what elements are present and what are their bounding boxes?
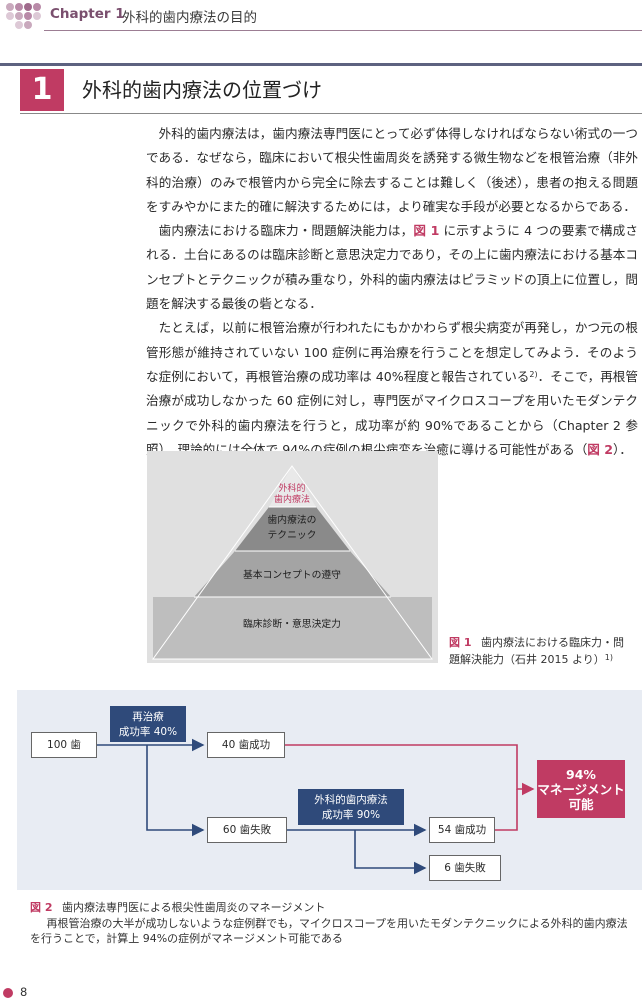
header-dots-decoration (6, 3, 50, 29)
box-94-manageable: 94% マネージメント 可能 (537, 760, 625, 818)
surgery-label: 外科的歯内療法 (314, 794, 388, 806)
figure-2-caption-number: 図 2 (30, 901, 53, 914)
section-top-rule (0, 63, 642, 66)
pyramid-apex (269, 466, 316, 507)
pyramid-apex-label: 外科的歯内療法 (273, 484, 310, 505)
pyramid-tier-2-label: 歯内療法のテクニック (267, 515, 317, 541)
figure-2-caption-title-row: 図 2 歯内療法専門医による根尖性歯周炎のマネージメント (30, 900, 630, 916)
result-percent: 94% (566, 767, 596, 782)
section-number: 1 (20, 69, 64, 111)
figure-1-caption-sup: 1) (604, 653, 613, 662)
surgery-rate: 成功率 90% (321, 809, 381, 821)
figure-1-caption: 図 1 歯内療法における臨床力・問題解決能力（石井 2015 より）1) (449, 634, 634, 668)
figure-2-caption: 図 2 歯内療法専門医による根尖性歯周炎のマネージメント 再根管治療の大半が成功… (30, 900, 630, 947)
chapter-label: Chapter 1 (50, 6, 125, 22)
paragraph-3-text: たとえば，以前に根管治療が行われたにもかかわらず根尖病変が再発し，かつ元の根管形… (146, 320, 638, 384)
paragraph-1: 外科的歯内療法は，歯内療法専門医にとって必ず体得しなければならない術式の一つであ… (146, 126, 638, 214)
arrow-to-fail1 (146, 745, 205, 837)
box-6-fail: 6 歯失敗 (429, 855, 501, 881)
retreatment-rate: 成功率 40% (118, 726, 178, 738)
box-retreatment-rate: 再治療 成功率 40% (110, 706, 186, 742)
citation-superscript: 2) (529, 369, 538, 379)
box-60-fail: 60 歯失敗 (207, 817, 287, 843)
figure-1-caption-text: 歯内療法における臨床力・問題解決能力（石井 2015 より） (449, 636, 624, 666)
figure-1-pyramid: 外科的歯内療法 歯内療法のテクニック 基本コンセプトの遵守 臨床診断・意思決定力 (147, 451, 438, 663)
page-marker-icon (3, 988, 13, 998)
result-label-1: マネージメント (537, 782, 625, 797)
paragraph-3-text-end: ）． (613, 441, 632, 457)
arrow-success1-to-result (285, 744, 535, 796)
figure-1-reference: 図 1 (413, 223, 440, 239)
flowchart-arrows (97, 738, 535, 875)
box-54-success: 54 歯成功 (429, 817, 495, 843)
figure-1-caption-number: 図 1 (449, 636, 472, 649)
paragraph-2-text-cont: に示すように 4 つの要素で構成される．土台にあるのは臨床診断と意思決定力であり… (146, 223, 638, 312)
page-number: 8 (20, 985, 28, 999)
pyramid-tier-3-label: 基本コンセプトの遵守 (243, 570, 341, 581)
chapter-title: 外科的歯内療法の目的 (122, 10, 257, 26)
pyramid-tier-2 (235, 507, 350, 551)
figure-2-caption-title: 歯内療法専門医による根尖性歯周炎のマネージメント (61, 901, 326, 914)
retreatment-label: 再治療 (132, 711, 164, 723)
figure-2-caption-body: 再根管治療の大半が成功しないような症例群でも，マイクロスコープを用いたモダンテク… (30, 916, 628, 946)
paragraph-2: 歯内療法における臨床力・問題解決能力は，図 1 に示すように 4 つの要素で構成… (146, 219, 638, 316)
figure-2-reference: 図 2 (587, 441, 614, 457)
pyramid-base-label: 臨床診断・意思決定力 (243, 619, 341, 630)
paragraph-2-text: 歯内療法における臨床力・問題解決能力は， (158, 223, 414, 239)
result-label-2: 可能 (568, 797, 594, 812)
box-100-teeth: 100 歯 (31, 732, 97, 758)
paragraph-3-text-cont: ．そこで，再根管治療が成功しなかった 60 症例に対し，専門医がマイクロスコープ… (146, 368, 639, 457)
paragraph-3: たとえば，以前に根管治療が行われたにもかかわらず根尖病変が再発し，かつ元の根管形… (146, 316, 638, 462)
pyramid-tier-3 (194, 551, 391, 597)
pyramid-tier-base-shape (153, 597, 432, 659)
arrow-to-fail2 (354, 830, 427, 875)
section-rule (20, 113, 642, 114)
body-text: 外科的歯内療法は，歯内療法専門医にとって必ず体得しなければならない術式の一つであ… (146, 122, 638, 462)
arrow-success2-to-result (495, 789, 518, 831)
box-surgery-rate: 外科的歯内療法 成功率 90% (298, 789, 404, 825)
figure-2-flowchart: 100 歯 再治療 成功率 40% 40 歯成功 60 歯失敗 外科的歯内療法 … (17, 690, 642, 890)
pyramid-graphic (152, 465, 433, 660)
header-rule (44, 30, 642, 31)
box-40-success: 40 歯成功 (207, 732, 285, 758)
section-title: 外科的歯内療法の位置づけ (82, 78, 322, 102)
